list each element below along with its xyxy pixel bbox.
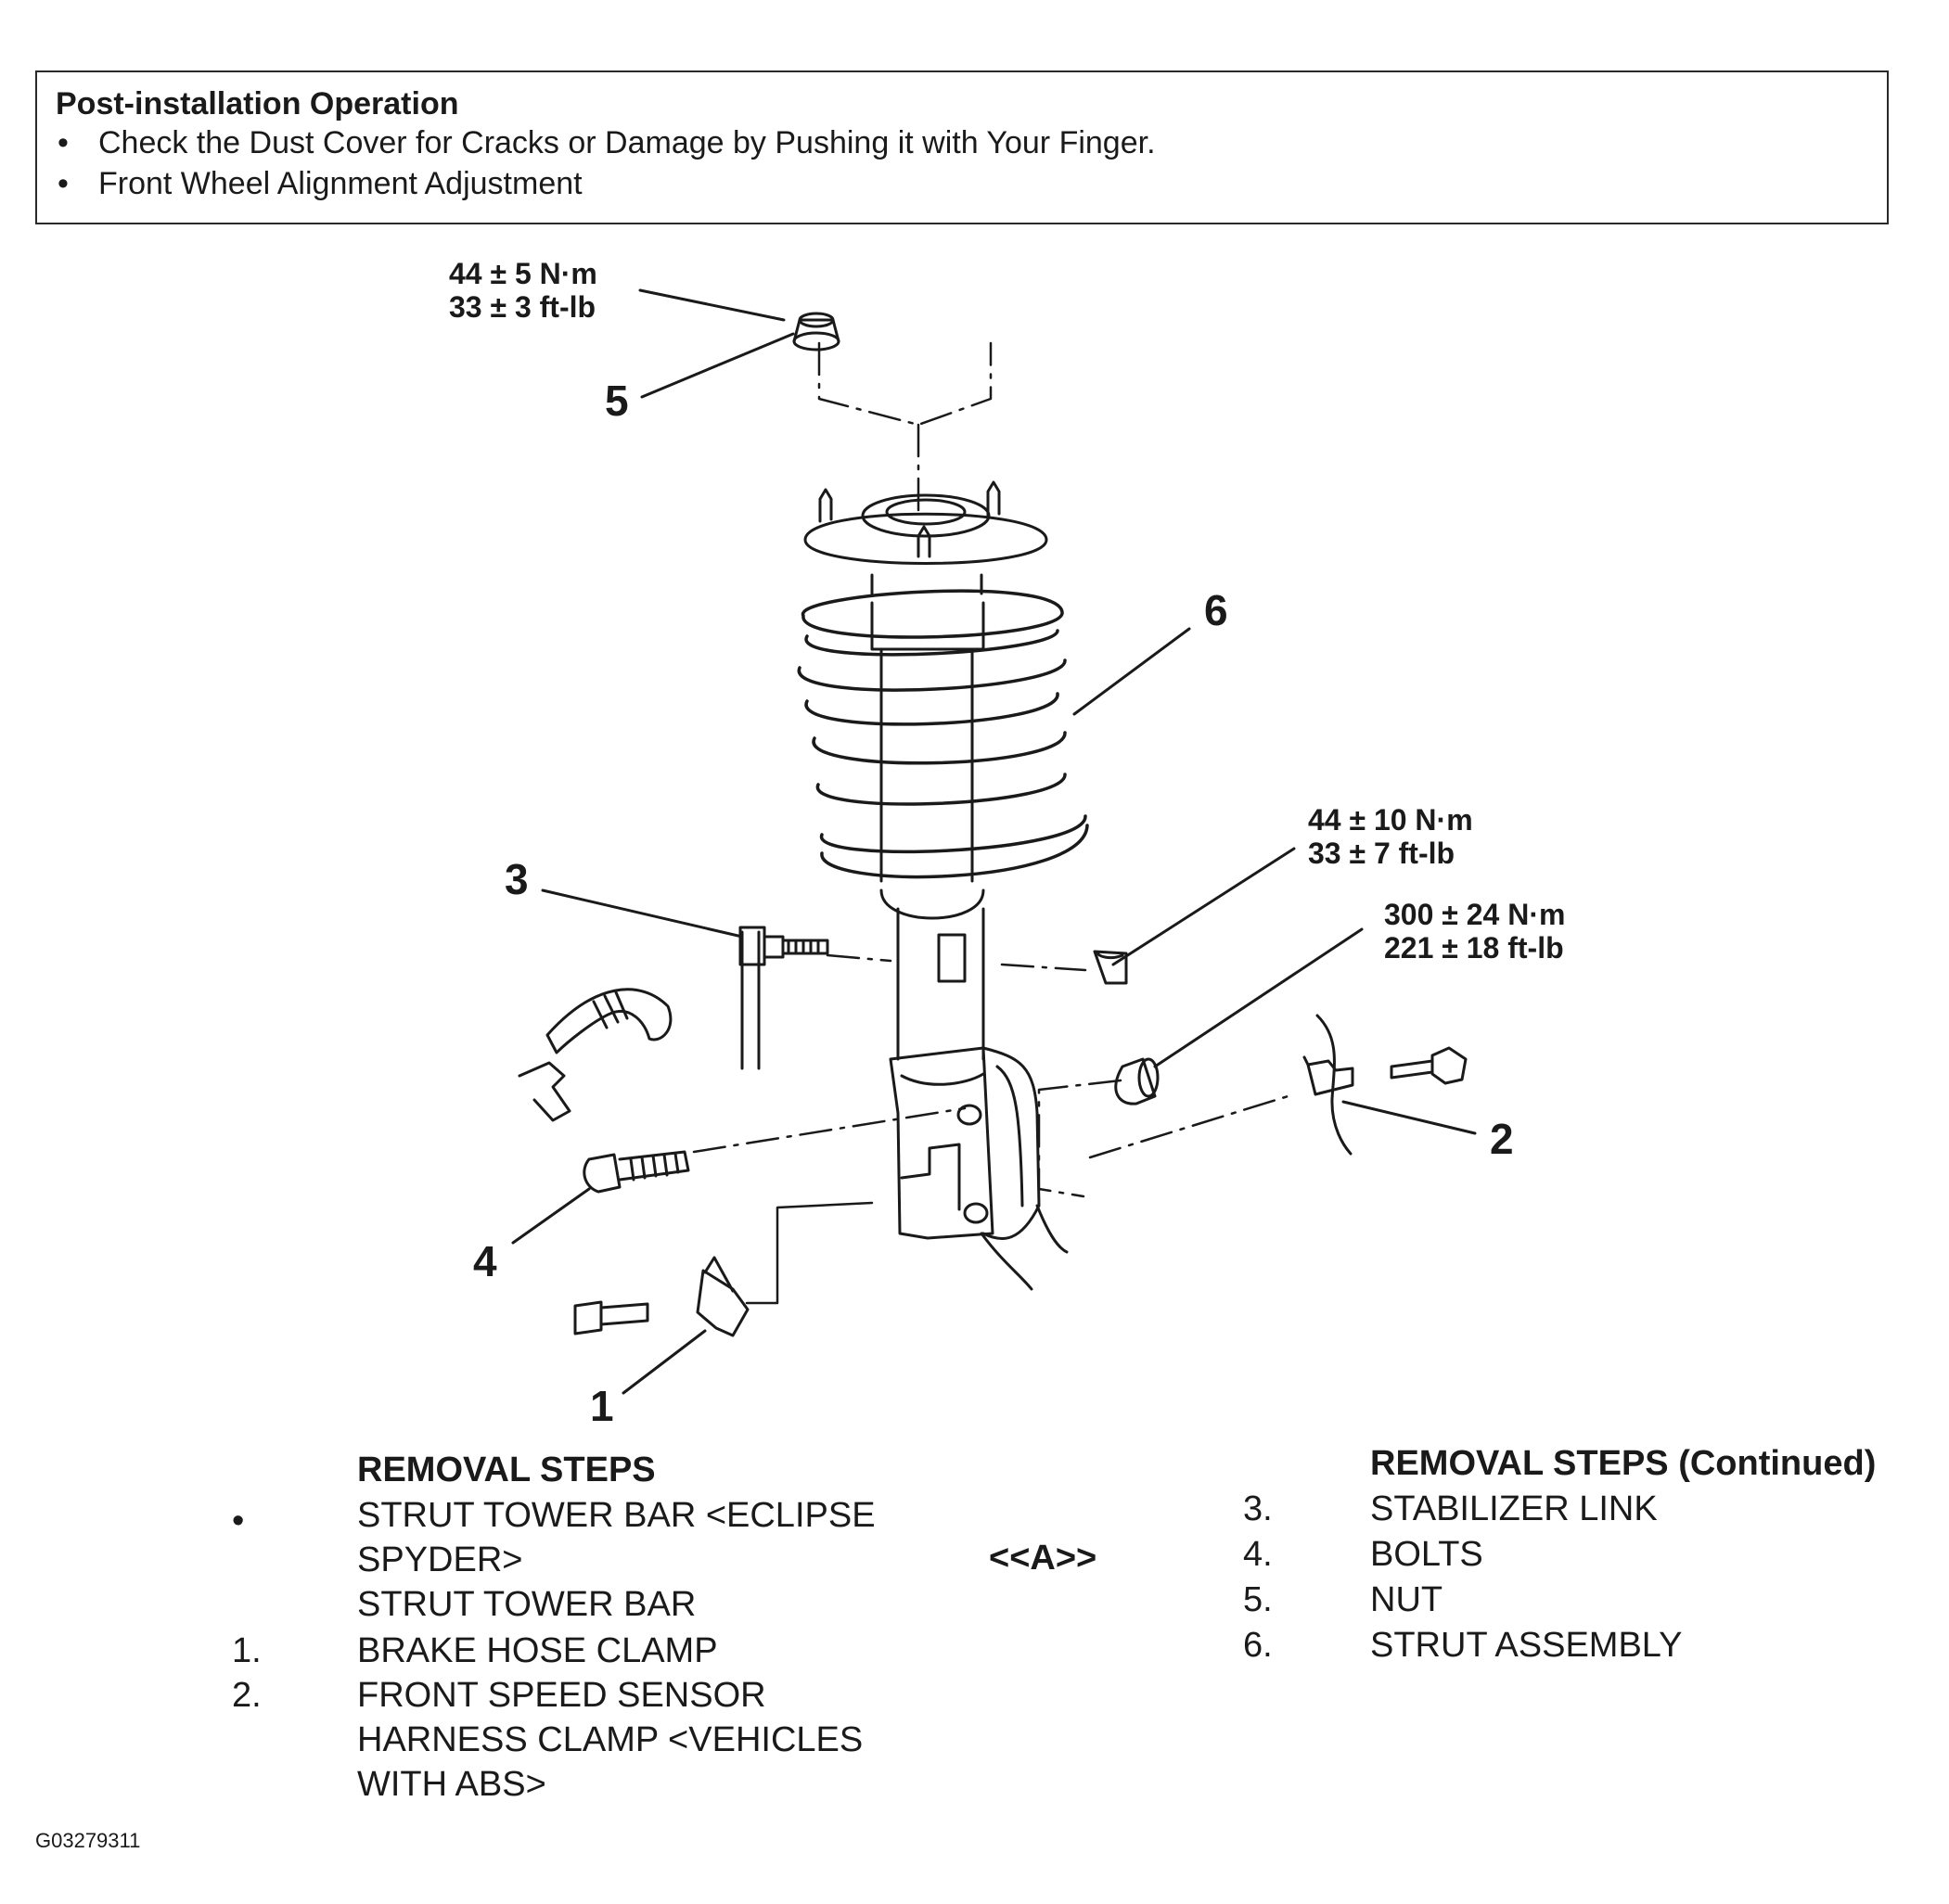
brake-hose-clamp-part-1 (573, 1256, 750, 1337)
coil-spring (798, 589, 1089, 879)
torque-label-nut-metric: 44 ± 5 N·m (449, 257, 597, 290)
removal-cont-num-4: 4. (1243, 1535, 1273, 1574)
callout-3: 3 (505, 855, 529, 903)
figure-id: G03279311 (35, 1829, 141, 1852)
clamp-bracket-lines (745, 1201, 874, 1305)
removal-steps-title: REMOVAL STEPS (357, 1450, 656, 1489)
removal-cont-num-6: 6. (1243, 1626, 1273, 1665)
removal-cont-num-5: 5. (1243, 1580, 1273, 1619)
post-installation-box: Post-installation Operation Check the Du… (35, 70, 1889, 224)
removal-cont-row-6: STRUT ASSEMBLY (1370, 1626, 1683, 1665)
post-installation-item-1: Check the Dust Cover for Cracks or Damag… (56, 122, 1868, 163)
callout-1: 1 (590, 1382, 614, 1430)
torque-label-nut-imperial: 33 ± 3 ft-lb (449, 290, 596, 324)
leader-lines (511, 288, 1477, 1395)
callout-6: 6 (1204, 586, 1228, 634)
torque-label-link-metric: 44 ± 10 N·m (1308, 803, 1473, 837)
brake-hose (518, 988, 673, 1122)
stabilizer-link-part-3 (738, 926, 829, 1070)
removal-row-6: HARNESS CLAMP <VEHICLES (357, 1720, 864, 1759)
link-nut (1093, 950, 1128, 985)
removal-cont-row-4: BOLTS (1370, 1535, 1483, 1574)
bolt-part-4 (583, 1150, 690, 1194)
service-reference-mark: <<A>> (989, 1539, 1097, 1578)
removal-cont-row-5: NUT (1370, 1580, 1443, 1619)
callout-5: 5 (605, 377, 629, 425)
alignment-lines (692, 341, 1296, 1198)
callout-4: 4 (473, 1237, 497, 1285)
removal-cont-row-3: STABILIZER LINK (1370, 1489, 1658, 1528)
torque-label-bolts-metric: 300 ± 24 N·m (1384, 898, 1566, 931)
removal-row-2: SPYDER> (357, 1540, 523, 1579)
removal-num-1: 1. (232, 1631, 262, 1670)
speed-sensor-clamp-part-2 (1302, 1014, 1468, 1156)
nut-part-5 (792, 312, 840, 351)
bolts-nut (1114, 1057, 1160, 1105)
strut-mount (803, 480, 1048, 595)
removal-steps-continued-title: REMOVAL STEPS (Continued) (1370, 1444, 1877, 1483)
removal-row-5: FRONT SPEED SENSOR (357, 1676, 766, 1715)
removal-num-2: 2. (232, 1676, 262, 1715)
torque-label-bolts-imperial: 221 ± 18 ft-lb (1384, 931, 1564, 965)
removal-cont-num-3: 3. (1243, 1489, 1273, 1528)
post-installation-item-2: Front Wheel Alignment Adjustment (56, 163, 1868, 204)
removal-bullet: • (232, 1501, 245, 1540)
callout-2: 2 (1490, 1115, 1514, 1163)
post-installation-title: Post-installation Operation (56, 86, 459, 121)
knuckle-bracket (889, 1046, 1069, 1291)
strut-exploded-diagram (511, 288, 1477, 1395)
torque-label-link-imperial: 33 ± 7 ft-lb (1308, 837, 1455, 870)
removal-row-7: WITH ABS> (357, 1765, 546, 1804)
removal-row-3: STRUT TOWER BAR (357, 1585, 697, 1624)
removal-row-4: BRAKE HOSE CLAMP (357, 1631, 718, 1670)
damper-body (870, 601, 985, 1061)
removal-row-1: STRUT TOWER BAR <ECLIPSE (357, 1496, 876, 1535)
